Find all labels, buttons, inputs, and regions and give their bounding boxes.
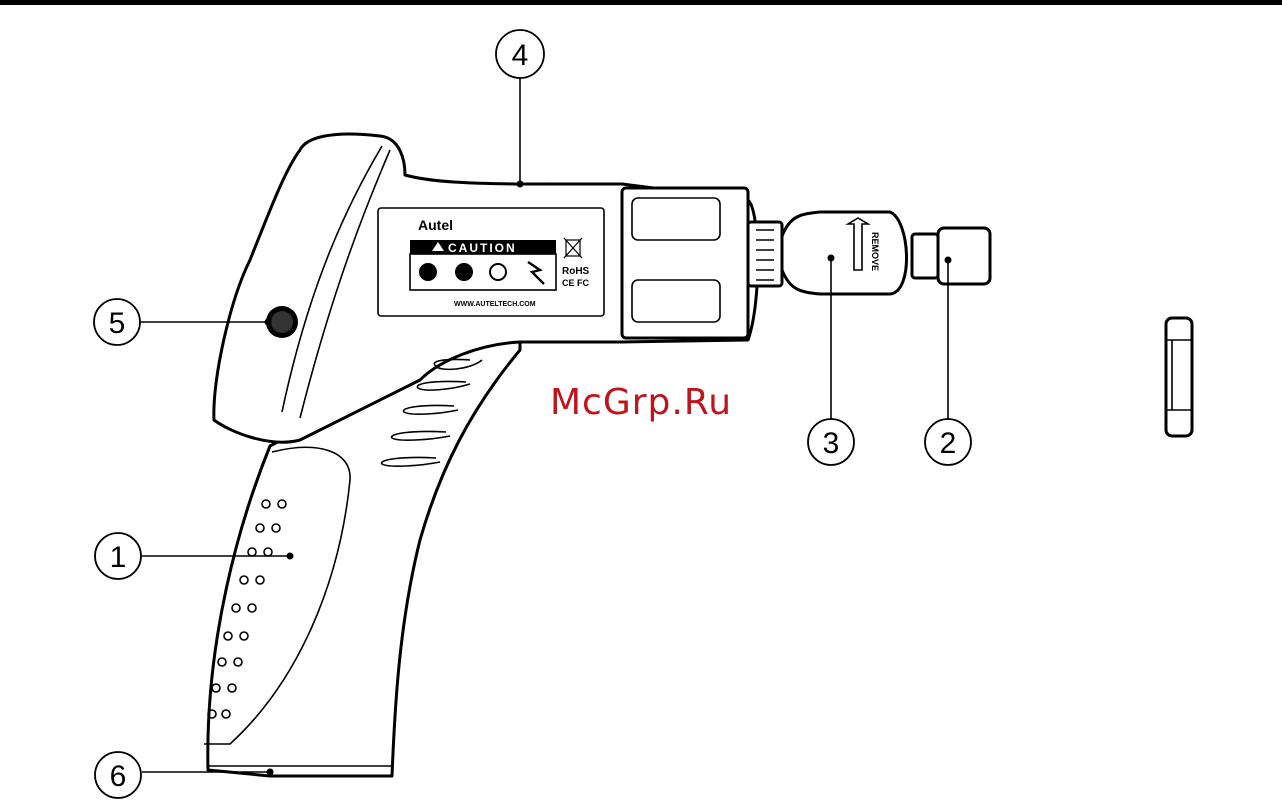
callout-2-label: 2 <box>940 427 957 460</box>
rohs-label: RoHS <box>562 266 590 277</box>
callout-4-label: 4 <box>512 39 529 72</box>
cert-marks-label: CE FC <box>562 278 590 288</box>
callout-6-label: 6 <box>110 760 127 793</box>
camera-probe-tip <box>1166 318 1192 436</box>
top-border <box>0 0 1282 5</box>
eye-protection-icon <box>455 263 473 281</box>
callout-5-label: 5 <box>109 307 126 340</box>
handle-body <box>204 134 758 776</box>
watermark: McGrp.Ru <box>550 382 732 423</box>
brand-label: Autel <box>418 217 453 233</box>
callout-1-label: 1 <box>110 541 127 574</box>
callout-3-label: 3 <box>823 427 840 460</box>
cable-connector: REMOVE <box>748 212 990 294</box>
callout-4: 4 <box>496 30 544 188</box>
remove-label: REMOVE <box>870 232 880 271</box>
manual-icon <box>419 263 437 281</box>
website-label: WWW.AUTELTECH.COM <box>454 301 536 308</box>
caution-label: CAUTION <box>448 241 517 255</box>
callout-2: 2 <box>925 257 971 466</box>
